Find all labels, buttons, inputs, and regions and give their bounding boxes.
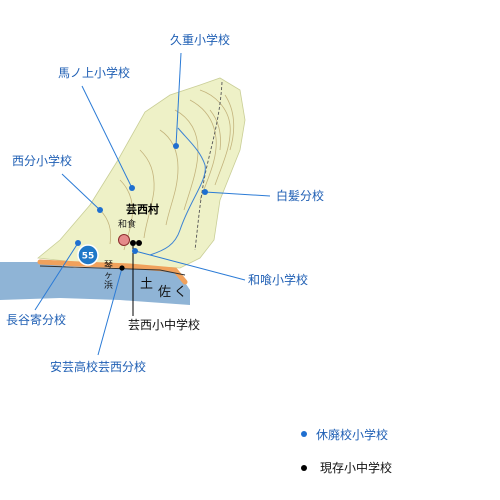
nishibun-school-label: 西分小学校: [12, 153, 72, 168]
umanokami-school-dot: [129, 185, 135, 191]
coast-label-2: 佐: [158, 285, 171, 300]
village-center-marker: [118, 234, 130, 246]
village-label: 芸西村: [126, 202, 159, 216]
aki-high-dot: [119, 265, 125, 271]
coast-label-3: く: [174, 285, 187, 300]
hasekiyo-school-label: 長谷寄分校: [6, 312, 66, 327]
geisei-school-dot-2: [136, 240, 142, 246]
legend-current-label: 現存小中学校: [320, 460, 392, 475]
closed-school-markers: [75, 143, 208, 254]
stream: [149, 127, 206, 256]
geisei-school-label: 芸西小中学校: [128, 317, 200, 332]
washoku-school-label: 和喰小学校: [248, 272, 308, 287]
kuju-school-label: 久重小学校: [170, 32, 230, 47]
railway: [39, 265, 186, 276]
geisei-school-dot: [130, 240, 136, 246]
current-school-markers: [119, 240, 142, 271]
kuju-school-dot: [173, 143, 179, 149]
route-55-shield: 55: [77, 244, 99, 266]
kotogahama-label-2: ヶ: [104, 271, 113, 281]
coast-label-1: 土: [140, 277, 153, 292]
svg-text:55: 55: [82, 252, 95, 262]
nishibun-school-dot: [97, 207, 103, 213]
umanokami-school-label: 馬ノ上小学校: [58, 65, 130, 80]
shiraga-school-label: 白髪分校: [276, 188, 324, 203]
village-land: [37, 77, 246, 269]
washoku-school-dot: [132, 248, 138, 254]
terrain-contours: [99, 89, 235, 251]
aki-high-school-label: 安芸高校芸西分校: [50, 359, 146, 374]
legend-closed-label: 休廃校小学校: [316, 427, 388, 442]
legend: 休廃校小学校 現存小中学校: [301, 427, 392, 475]
kotogahama-label-1: 琴: [104, 260, 113, 271]
kotogahama-label-3: 浜: [104, 280, 113, 291]
washoku-place-label: 和食: [118, 218, 136, 230]
blue-dot-icon: [301, 431, 307, 437]
river-dashed: [194, 81, 223, 251]
black-dot-icon: [301, 465, 307, 471]
leader-lines: [34, 52, 271, 356]
hasekiyo-school-dot: [75, 240, 81, 246]
sea: [0, 262, 190, 305]
shiraga-school-dot: [202, 189, 208, 195]
